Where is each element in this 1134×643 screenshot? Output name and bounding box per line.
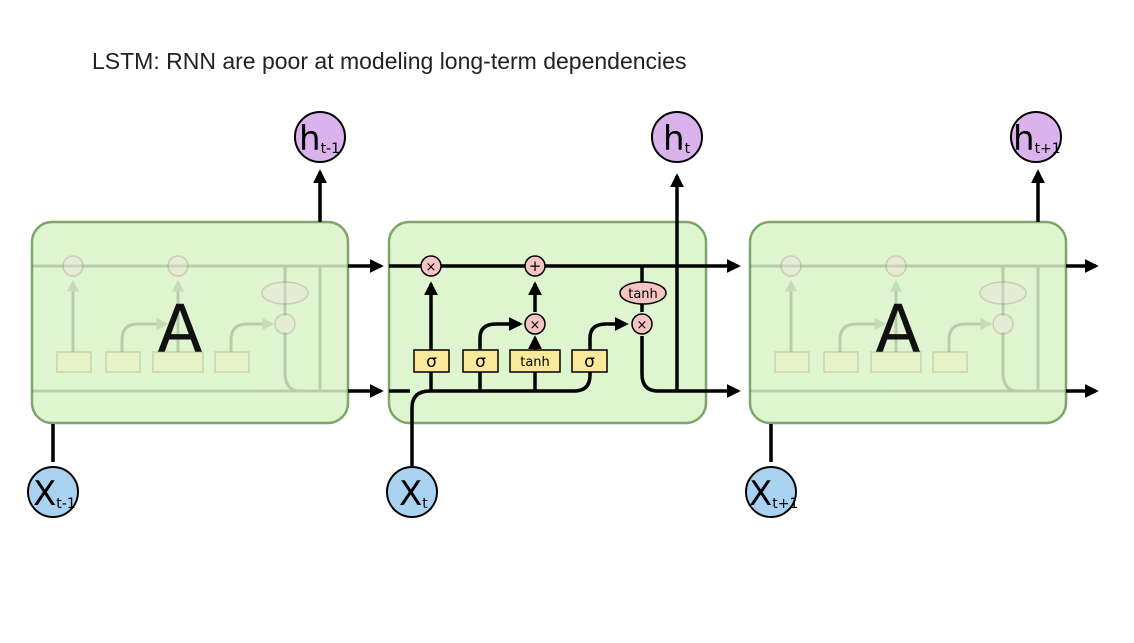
multiply-symbol: × [530,318,541,333]
svg-text:Xt-1: Xt-1 [33,474,76,514]
input-bus [410,370,592,466]
svg-text:ht+1: ht+1 [1013,119,1061,159]
output-nodes: ht-1 ht ht+1 [294,111,1062,163]
tanh-op [619,281,667,305]
output-subscript: t [685,141,691,157]
gate-label: σ [426,352,437,372]
output-gate [571,349,608,373]
input-base: X [399,474,422,514]
svg-text:Xt+1: Xt+1 [749,474,798,514]
output-base: h [299,119,321,159]
input-node-x-prev: Xt-1 [27,466,79,518]
input-subscript: t+1 [772,496,798,512]
svg-text:ht: ht [663,119,691,159]
output-node-h-t: ht [651,111,703,163]
pointwise-ops: × + × × tanh [420,255,667,335]
multiply-symbol: × [426,260,437,275]
arrow-input-gate [478,317,523,350]
arrow-output-gate [588,317,629,350]
diagram-title: LSTM: RNN are poor at modeling long-term… [92,48,687,74]
input-base: X [749,474,772,514]
output-base: h [1013,119,1035,159]
gate-label: tanh [520,355,550,370]
add-symbol: + [529,257,542,275]
gate-layers: σ σ tanh σ [413,349,608,373]
input-subscript: t [422,496,428,512]
cell-label: A [875,291,920,368]
tanh-label: tanh [628,287,658,302]
input-node-x-next: Xt+1 [745,466,798,518]
add-op [524,255,546,277]
gate-label: σ [584,352,595,372]
multiply-op [524,313,546,335]
input-gate [462,349,499,373]
input-node-x-t: Xt [386,466,438,518]
multiply-op [631,313,653,335]
input-subscript: t-1 [56,496,75,512]
input-nodes: Xt-1 Xt Xt+1 [27,466,798,518]
multiply-op [420,255,442,277]
lstm-cell-right: A [748,220,1068,425]
output-node-h-prev: ht-1 [294,111,346,163]
gate-label: σ [475,352,486,372]
cell-label: A [157,291,202,368]
lstm-cell-middle [387,220,708,425]
lstm-cell-left: A [30,220,350,425]
svg-text:ht-1: ht-1 [299,119,340,159]
input-base: X [33,474,56,514]
svg-text:Xt: Xt [399,474,428,514]
output-node-h-next: ht+1 [1010,111,1062,163]
output-subscript: t-1 [321,141,340,157]
output-base: h [663,119,685,159]
multiply-symbol: × [637,318,648,333]
candidate-layer [509,349,561,373]
hidden-state-out [640,336,741,398]
output-subscript: t+1 [1035,141,1061,157]
forget-gate [413,349,450,373]
connections [51,169,1099,466]
